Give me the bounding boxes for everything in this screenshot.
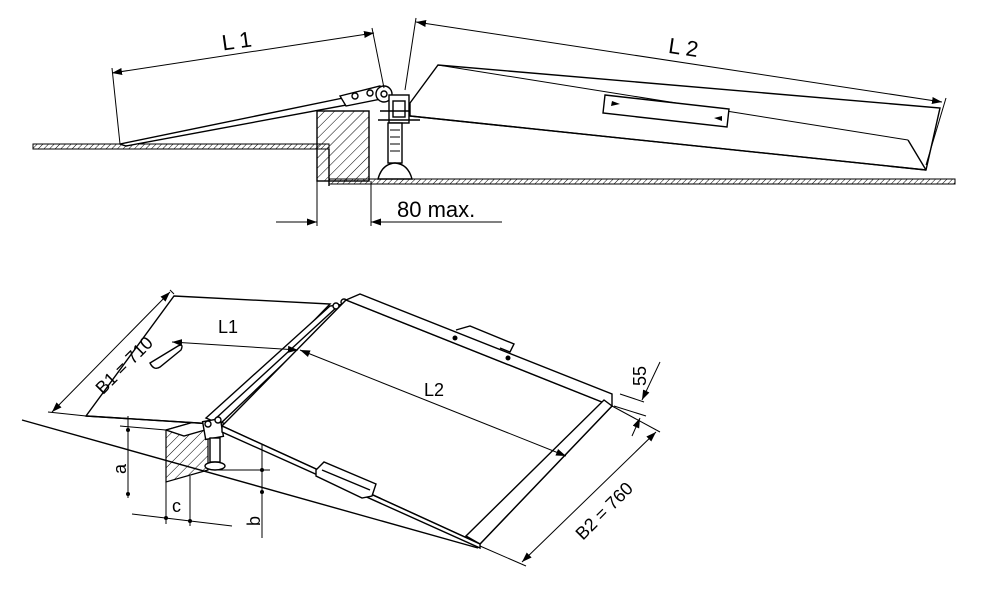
lower-floor bbox=[328, 178, 956, 185]
label-iso-l1: L1 bbox=[218, 317, 238, 337]
dimension-l1: L 1 bbox=[111, 26, 385, 145]
dimension-a: a bbox=[110, 416, 167, 498]
dimension-55: 55 bbox=[613, 361, 661, 437]
threshold-block bbox=[316, 110, 370, 182]
label-gap: 80 max. bbox=[397, 197, 475, 222]
label-l2: L 2 bbox=[667, 33, 700, 62]
upper-floor bbox=[32, 143, 330, 186]
ramp-plate-l2 bbox=[409, 64, 941, 171]
dimension-c: c bbox=[131, 476, 233, 527]
dimension-b: b bbox=[216, 444, 270, 538]
label-b2: B2 = 760 bbox=[572, 478, 637, 543]
dimension-gap: 80 max. bbox=[276, 181, 502, 226]
label-a: a bbox=[110, 463, 130, 474]
ground-line bbox=[21, 419, 479, 549]
label-c: c bbox=[172, 496, 181, 516]
label-b: b bbox=[244, 516, 264, 526]
isometric-view: B1 = 710 L1 L2 55 B2 = 760 bbox=[21, 289, 661, 567]
ramp-plate-l1 bbox=[117, 85, 388, 147]
iso-handle-bottom bbox=[315, 461, 377, 499]
label-iso-l2: L2 bbox=[424, 380, 444, 400]
side-view: L 1 L 2 80 max. bbox=[32, 17, 956, 226]
dimension-l2: L 2 bbox=[404, 17, 947, 166]
dimension-iso-l1: L1 bbox=[171, 317, 299, 353]
label-55: 55 bbox=[630, 366, 650, 386]
label-l1: L 1 bbox=[220, 26, 253, 55]
dimension-iso-l2: L2 bbox=[299, 349, 567, 457]
